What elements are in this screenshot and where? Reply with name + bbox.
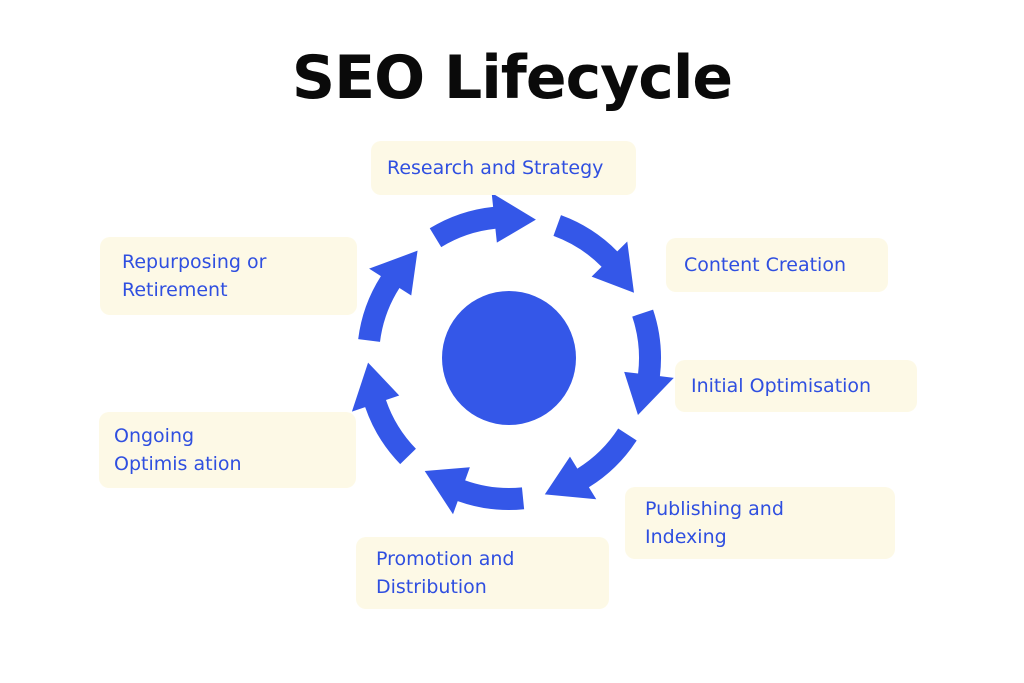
- stage-content-creation: Content Creation: [666, 238, 888, 292]
- stage-label: Promotion and Distribution: [376, 548, 515, 598]
- stage-promotion-and-distribution: Promotion and Distribution: [356, 537, 609, 609]
- cycle-arrow-3: [544, 428, 637, 500]
- stage-label: Repurposing or Retirement: [122, 251, 267, 301]
- stage-research-and-strategy: Research and Strategy: [371, 141, 636, 195]
- cycle-arrow-7: [429, 192, 536, 248]
- cycle-arrow-5: [351, 362, 416, 465]
- stage-label: Research and Strategy: [387, 157, 604, 179]
- cycle-arrows: [351, 192, 674, 515]
- stage-publishing-and-indexing: Publishing and Indexing: [625, 487, 895, 559]
- stage-label: Publishing and Indexing: [645, 498, 784, 548]
- cycle-arrow-1: [553, 215, 634, 293]
- cycle-arrow-4: [424, 467, 525, 515]
- cycle-arrow-6: [358, 250, 418, 342]
- stage-initial-optimisation: Initial Optimisation: [675, 360, 917, 412]
- stage-label: Ongoing Optimis ation: [114, 425, 242, 475]
- stage-repurposing-or-retirement: Repurposing or Retirement: [100, 237, 357, 315]
- stage-label: Content Creation: [684, 254, 846, 276]
- stage-label: Initial Optimisation: [691, 375, 872, 397]
- center-circle: [442, 291, 576, 425]
- stage-ongoing-optimisation: Ongoing Optimis ation: [99, 412, 356, 488]
- diagram-title: SEO Lifecycle: [291, 43, 733, 113]
- cycle-arrow-2: [624, 309, 674, 416]
